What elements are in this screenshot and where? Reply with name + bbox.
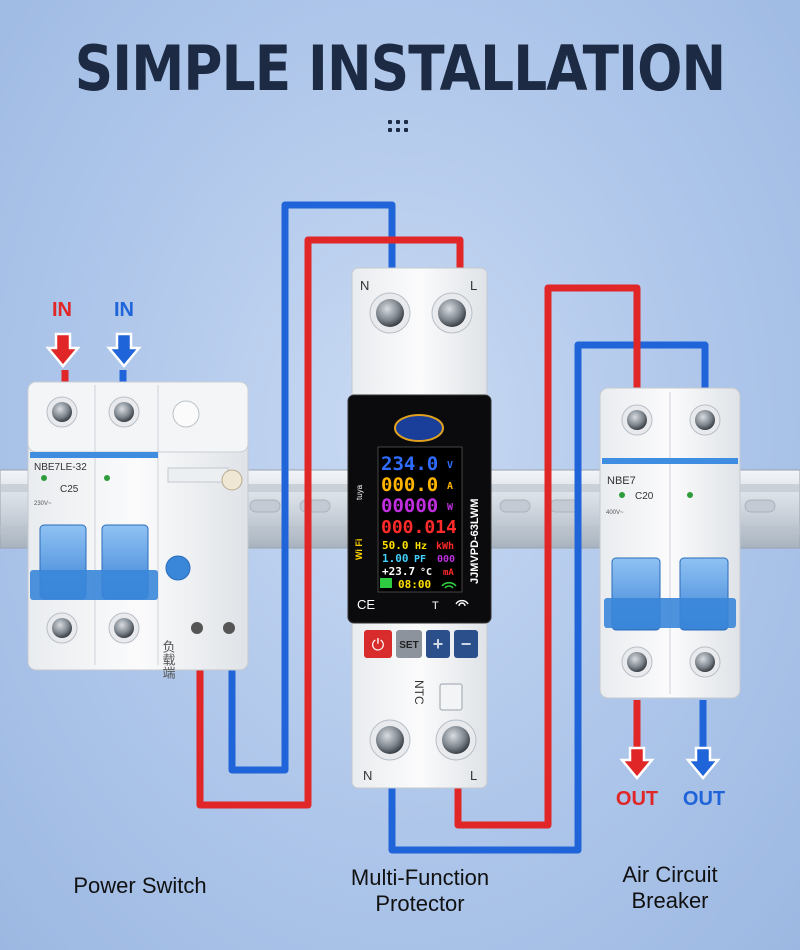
wifi-small-icon bbox=[455, 599, 469, 607]
ntc-label: NTC bbox=[412, 680, 426, 705]
out-label-neutral: OUT bbox=[683, 788, 725, 810]
wifi-icon bbox=[441, 581, 457, 589]
lcd-pf: 1.00 bbox=[382, 552, 409, 565]
caption-protector: Multi-Function Protector bbox=[320, 865, 520, 917]
lcd-temperature-unit: °C bbox=[420, 567, 432, 578]
caption-protector-line1: Multi-Function bbox=[350, 865, 490, 890]
lcd-current: 000.0 bbox=[381, 474, 438, 496]
breaker-spec: 400V~ bbox=[606, 510, 624, 516]
breaker-model: NBE7 bbox=[607, 475, 636, 487]
protector-terminal-l-bottom: L bbox=[470, 768, 477, 783]
lcd-leak: 000 bbox=[437, 554, 455, 565]
arrow-down-icon bbox=[685, 746, 721, 780]
power-switch-model: NBE7LE-32 bbox=[34, 462, 87, 473]
tuya-label: tuya bbox=[355, 484, 364, 500]
protector-terminal-l-top: L bbox=[470, 278, 477, 293]
neutral-wire-out bbox=[388, 341, 709, 854]
lcd-status-icon bbox=[380, 578, 392, 588]
caption-breaker: Air Circuit Breaker bbox=[570, 862, 770, 914]
arrow-down-icon bbox=[619, 746, 655, 780]
ntc-port[interactable] bbox=[439, 683, 463, 711]
in-label-neutral: IN bbox=[114, 299, 134, 321]
wifi-label: Wi Fi bbox=[354, 539, 364, 560]
power-switch-device: NBE7LE-32 C25 230V~ 负载端 bbox=[27, 381, 249, 679]
caption-power-switch: Power Switch bbox=[73, 873, 207, 898]
lcd-voltage: 234.0 bbox=[381, 453, 438, 475]
lcd-leak-unit: mA bbox=[443, 568, 454, 578]
lcd-energy-unit: kWh bbox=[436, 541, 454, 552]
lcd-temperature: +23.7 bbox=[382, 565, 415, 578]
live-wire-out bbox=[454, 284, 641, 829]
wires bbox=[61, 201, 709, 854]
multi-function-protector-device: N L 234.0 V 000.0 A 00000 W 000.014 50.0… bbox=[347, 267, 492, 789]
breaker-rating: C20 bbox=[635, 491, 654, 502]
protector-terminal-n-top: N bbox=[360, 278, 369, 293]
lcd-pf-unit: PF bbox=[414, 554, 426, 565]
lcd-frequency-unit: Hz bbox=[415, 541, 427, 552]
brand-logo-icon bbox=[394, 414, 444, 442]
power-switch-load-label: 负载端 bbox=[161, 640, 176, 679]
arrow-down-icon bbox=[45, 332, 81, 368]
set-button[interactable]: SET bbox=[396, 630, 422, 658]
lcd-energy: 000.014 bbox=[381, 517, 457, 538]
lcd-power: 00000 bbox=[381, 495, 438, 517]
plus-button[interactable]: + bbox=[426, 630, 450, 658]
lcd-current-unit: A bbox=[447, 481, 453, 492]
lcd-frequency: 50.0 bbox=[382, 539, 409, 552]
minus-icon: − bbox=[461, 634, 472, 654]
ce-mark: CE bbox=[357, 597, 375, 612]
in-label-live: IN bbox=[52, 299, 72, 321]
set-label: SET bbox=[399, 640, 418, 651]
power-button[interactable]: ⏻ bbox=[364, 630, 392, 658]
protector-model: JJMVPD-63LWM bbox=[469, 498, 481, 584]
page-title: SIMPLE INSTALLATION bbox=[74, 32, 726, 105]
lcd-time: 08:00 bbox=[398, 578, 431, 591]
caption-breaker-line2: Breaker bbox=[631, 888, 709, 913]
lcd-screen bbox=[377, 446, 463, 593]
plus-icon: + bbox=[433, 634, 444, 654]
protector-terminal-n-bottom: N bbox=[363, 768, 372, 783]
minus-button[interactable]: − bbox=[454, 630, 478, 658]
arrow-down-icon bbox=[106, 332, 142, 368]
lcd-power-unit: W bbox=[447, 502, 454, 513]
out-label-live: OUT bbox=[616, 788, 658, 810]
live-wire-in bbox=[196, 236, 464, 809]
lcd-voltage-unit: V bbox=[447, 460, 453, 471]
title-dots-icon bbox=[388, 120, 412, 134]
power-switch-spec: 230V~ bbox=[34, 501, 52, 507]
caption-breaker-line1: Air Circuit bbox=[622, 862, 718, 887]
power-switch-rating: C25 bbox=[60, 484, 79, 495]
air-circuit-breaker-device: NBE7 C20 400V~ bbox=[599, 387, 741, 699]
t-mark: T bbox=[432, 600, 439, 612]
power-icon: ⏻ bbox=[372, 637, 385, 654]
caption-protector-line2: Protector bbox=[375, 891, 465, 916]
neutral-wire-in bbox=[228, 201, 396, 774]
